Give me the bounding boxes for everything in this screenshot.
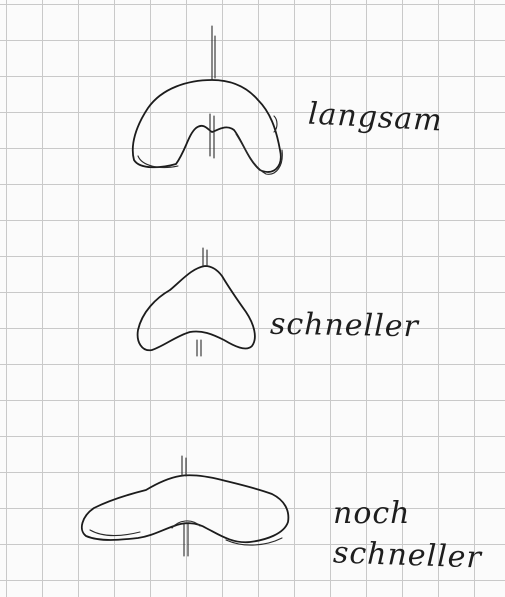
shape-fastest-bottom-rod [184, 524, 188, 556]
shape-fastest-top-rod [182, 456, 186, 476]
shape-slow-top-rod [212, 26, 215, 80]
label-slow: langsam [307, 96, 443, 138]
shape-fastest-outline [82, 475, 289, 542]
label-faster: schneller [270, 307, 419, 345]
sketch-shape-faster [138, 248, 255, 356]
label-fastest-line-1: noch [333, 496, 411, 531]
shape-fastest-outline-trace [90, 530, 282, 545]
sketch-shape-slow [133, 26, 283, 174]
shape-slow-outline [133, 80, 281, 172]
shape-faster-bottom-rod [197, 340, 201, 356]
shape-slow-bottom-rod [210, 114, 214, 158]
label-fastest-line-2: schneller [332, 535, 482, 575]
sketch-shape-fastest [82, 456, 289, 556]
shape-faster-outline [138, 266, 255, 350]
shape-faster-top-rod [203, 248, 207, 266]
